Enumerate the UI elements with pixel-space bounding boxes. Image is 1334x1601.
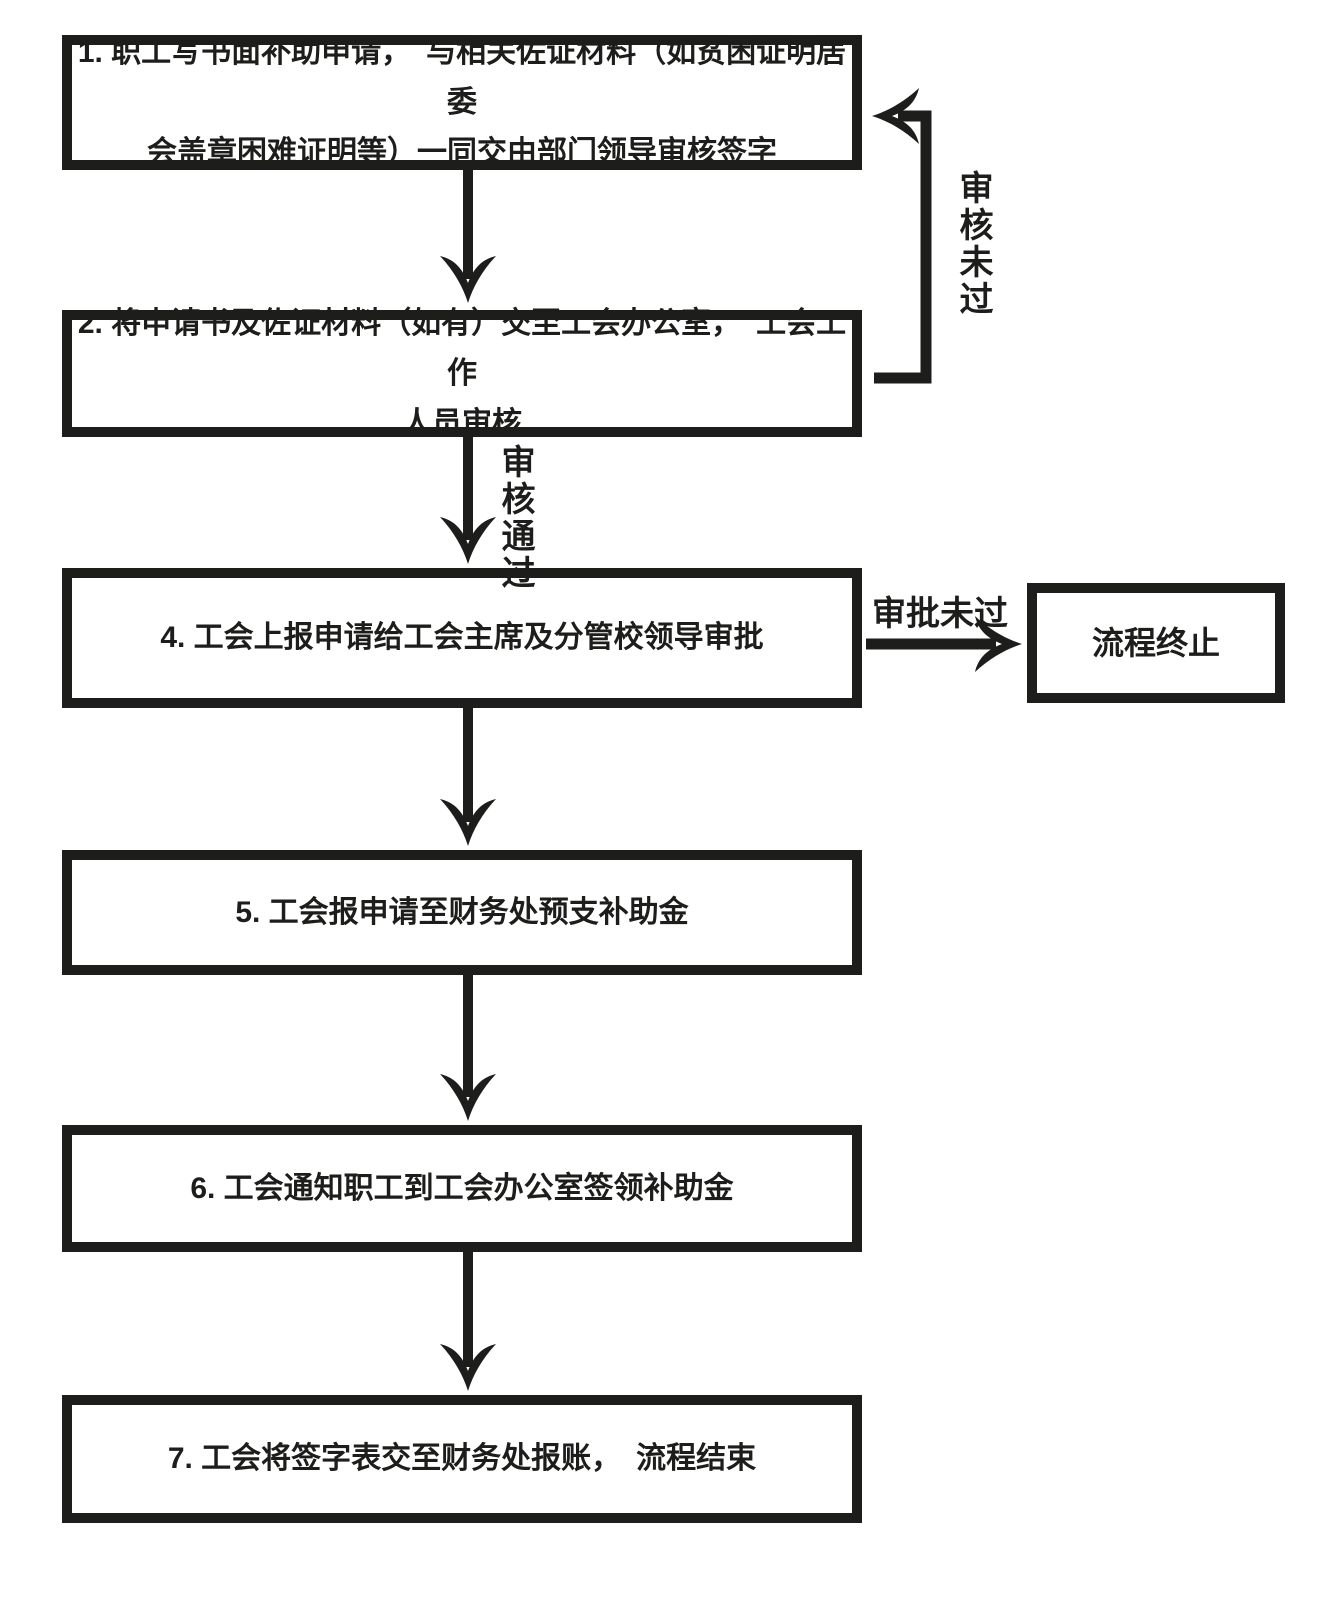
step-4-text: 4. 工会上报申请给工会主席及分管校领导审批 (160, 621, 764, 654)
step-6-text: 6. 工会通知职工到工会办公室签领补助金 (190, 1171, 734, 1205)
step-7-text: 7. 工会将签字表交至财务处报账， 流程结束 (167, 1442, 757, 1475)
step-1-text-line-1: 1. 职工写书面补助申请， 与相关佐证材料（如贫困证明居委 (77, 35, 847, 119)
terminate-box: 流程终止 (1027, 583, 1285, 703)
step-5-box: 5. 工会报申请至财务处预支补助金 (62, 850, 862, 975)
review-passed-edge-label: 审核通过 (496, 444, 534, 592)
arrow-step2-back-to-step1 (874, 110, 932, 384)
review-failed-edge-label: 审核未过 (954, 170, 992, 318)
step-1-text-line-2: 会盖章困难证明等）一同交由部门领导审核签字 (147, 135, 777, 169)
step-2-box: 2. 将申请书及佐证材料（如有）交至工会办公室， 工会工作 人员审核 (62, 307, 862, 440)
approval-failed-edge-label: 审批未过 (872, 595, 1008, 633)
step-2-text-line-2: 人员审核 (402, 406, 522, 440)
step-2-text-line-1: 2. 将申请书及佐证材料（如有）交至工会办公室， 工会工作 (77, 306, 847, 390)
step-4-box: 4. 工会上报申请给工会主席及分管校领导审批 (62, 568, 862, 708)
terminate-text: 流程终止 (1091, 625, 1220, 661)
step-6-box: 6. 工会通知职工到工会办公室签领补助金 (62, 1125, 862, 1252)
step-5-text: 5. 工会报申请至财务处预支补助金 (235, 895, 689, 929)
step-1-box: 1. 职工写书面补助申请， 与相关佐证材料（如贫困证明居委 会盖章困难证明等）一… (62, 35, 862, 170)
step-7-box: 7. 工会将签字表交至财务处报账， 流程结束 (62, 1395, 862, 1523)
